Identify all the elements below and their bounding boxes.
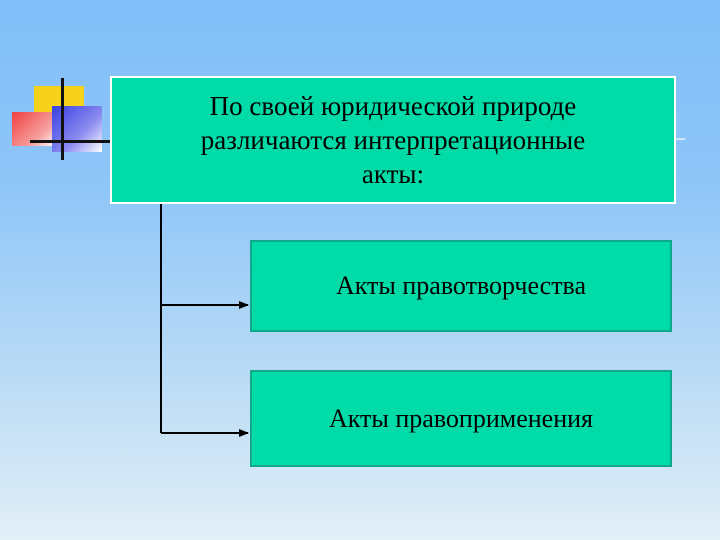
decorative-blue-square — [52, 106, 102, 152]
child-box-label: Акты правоприменения — [328, 403, 593, 433]
main-concept-text: По своей юридической природе различаются… — [201, 89, 585, 191]
main-concept-line-2: различаются интерпретационные — [200, 124, 586, 155]
child-box-lawmaking: Акты правотворчества — [250, 240, 672, 332]
decorative-vertical-line — [61, 78, 64, 160]
main-concept-line-1: По своей юридической природе — [209, 90, 577, 121]
main-concept-box: По своей юридической природе различаются… — [110, 76, 676, 204]
child-box-label: Акты правотворчества — [335, 271, 587, 300]
child-box-law-application: Акты правоприменения — [250, 370, 672, 467]
decorative-horizontal-line — [30, 140, 114, 143]
main-concept-line-3: акты: — [361, 159, 425, 189]
